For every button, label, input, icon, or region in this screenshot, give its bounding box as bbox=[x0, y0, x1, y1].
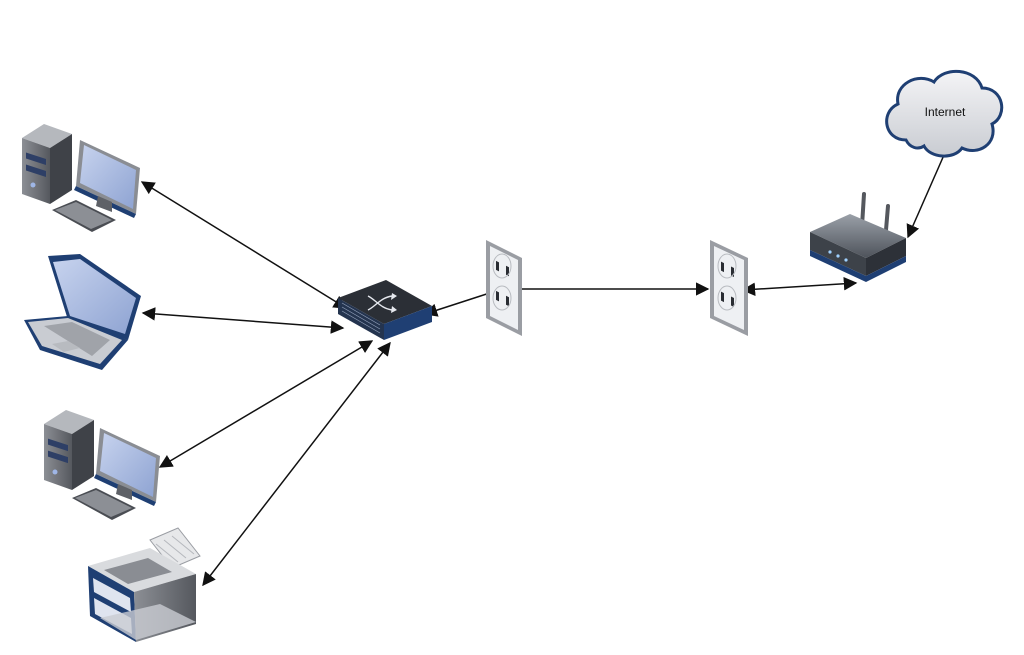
link-laptop-switch bbox=[141, 307, 345, 334]
internet-label: Internet bbox=[925, 105, 966, 119]
printer-icon[interactable] bbox=[88, 527, 201, 642]
link-printer-switch bbox=[202, 341, 391, 587]
connections bbox=[140, 154, 945, 587]
laptop-icon[interactable] bbox=[24, 254, 141, 370]
link-outlet2-router bbox=[741, 277, 858, 296]
link-desktop1-switch bbox=[140, 181, 348, 309]
wall-outlet-1-icon[interactable] bbox=[486, 240, 522, 336]
network-switch-icon[interactable] bbox=[338, 280, 432, 340]
desktop-computer-2-icon[interactable] bbox=[44, 410, 160, 520]
wall-outlet-2-icon[interactable] bbox=[710, 240, 748, 336]
internet-cloud-icon[interactable]: Internet bbox=[885, 69, 1004, 158]
wireless-router-icon[interactable] bbox=[810, 192, 906, 282]
desktop-computer-1-icon[interactable] bbox=[22, 124, 140, 232]
link-internet-router bbox=[906, 154, 945, 239]
link-desktop2-switch bbox=[158, 340, 374, 468]
